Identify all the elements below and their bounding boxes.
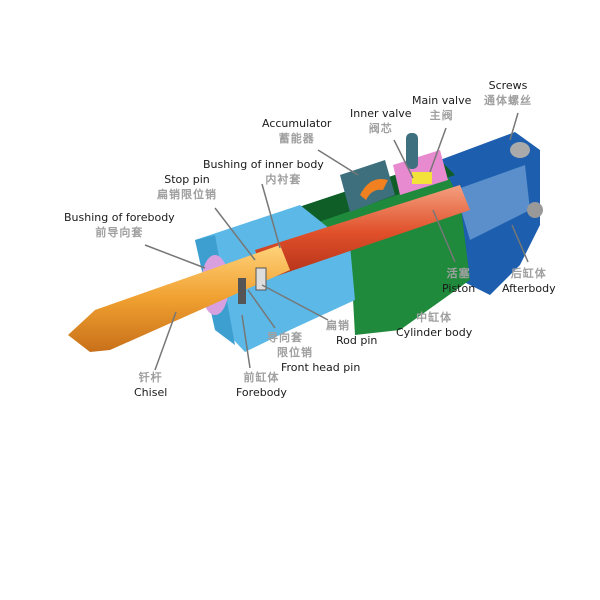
label-en: Afterbody — [502, 282, 556, 295]
label-zh: 扁销 — [326, 319, 350, 332]
label-en: Cylinder body — [396, 326, 473, 339]
label-en: Bushing of forebody — [64, 211, 175, 224]
label-zh: 导向套 — [267, 331, 303, 344]
label-zh: 钎杆 — [138, 371, 163, 384]
label-en: Stop pin — [164, 173, 210, 186]
label-en: Main valve — [412, 94, 472, 107]
label-cylinder-body: 中缸体 Cylinder body — [396, 310, 472, 340]
label-zh: 活塞 — [446, 267, 471, 280]
label-accumulator: Accumulator 蓄能器 — [262, 116, 331, 146]
accumulator-chamber — [360, 179, 388, 200]
screw-head — [510, 142, 530, 158]
label-front-head-pin: 导向套 限位销 Front head pin — [267, 330, 360, 375]
label-piston: 活塞 Piston — [442, 266, 475, 296]
label-en: Piston — [442, 282, 476, 295]
chisel-shape — [68, 245, 290, 352]
label-en: Inner valve — [350, 107, 412, 120]
label-en: Screws — [488, 79, 528, 92]
label-main-valve: Main valve 主阀 — [412, 93, 471, 123]
rod-pin-shape — [255, 267, 267, 291]
label-zh: 前导向套 — [95, 226, 144, 239]
label-en: Front head pin — [281, 361, 361, 374]
label-forebody: 前缸体 Forebody — [236, 370, 287, 400]
label-en: Chisel — [134, 386, 168, 399]
piston-shape — [255, 185, 470, 280]
label-en: Rod pin — [336, 334, 378, 347]
label-zh: 主阀 — [429, 109, 454, 122]
label-bushing-forebody: Bushing of forebody 前导向套 — [64, 210, 175, 240]
valve-pipe — [406, 133, 418, 169]
label-chisel: 钎杆 Chisel — [134, 370, 167, 400]
label-zh: 前缸体 — [243, 371, 280, 384]
label-zh: 通体螺丝 — [484, 94, 532, 107]
label-en: Forebody — [236, 386, 287, 399]
inner-valve-shape — [412, 172, 432, 184]
label-zh: 中缸体 — [416, 311, 453, 324]
screw-head — [527, 202, 543, 218]
label-bushing-inner: Bushing of inner body 内衬套 — [203, 157, 324, 187]
label-rod-pin: 扁销 Rod pin — [326, 318, 377, 348]
label-zh: 后缸体 — [510, 267, 547, 280]
label-zh: 扁销限位销 — [157, 188, 217, 201]
label-stop-pin: Stop pin 扁销限位销 — [157, 172, 217, 202]
label-zh: 蓄能器 — [278, 132, 315, 145]
leader-lines — [144, 112, 529, 371]
label-en: Accumulator — [262, 117, 332, 130]
label-zh: 内衬套 — [265, 173, 302, 186]
label-afterbody: 后缸体 Afterbody — [502, 266, 556, 296]
label-inner-valve: Inner valve 阀芯 — [350, 106, 412, 136]
label-zh: 限位销 — [277, 346, 313, 359]
label-zh: 阀芯 — [368, 122, 393, 135]
label-screws: Screws 通体螺丝 — [484, 78, 532, 108]
front-head-pin-shape — [238, 278, 246, 304]
label-en: Bushing of inner body — [203, 158, 324, 171]
afterbody-cutaway — [455, 165, 530, 240]
